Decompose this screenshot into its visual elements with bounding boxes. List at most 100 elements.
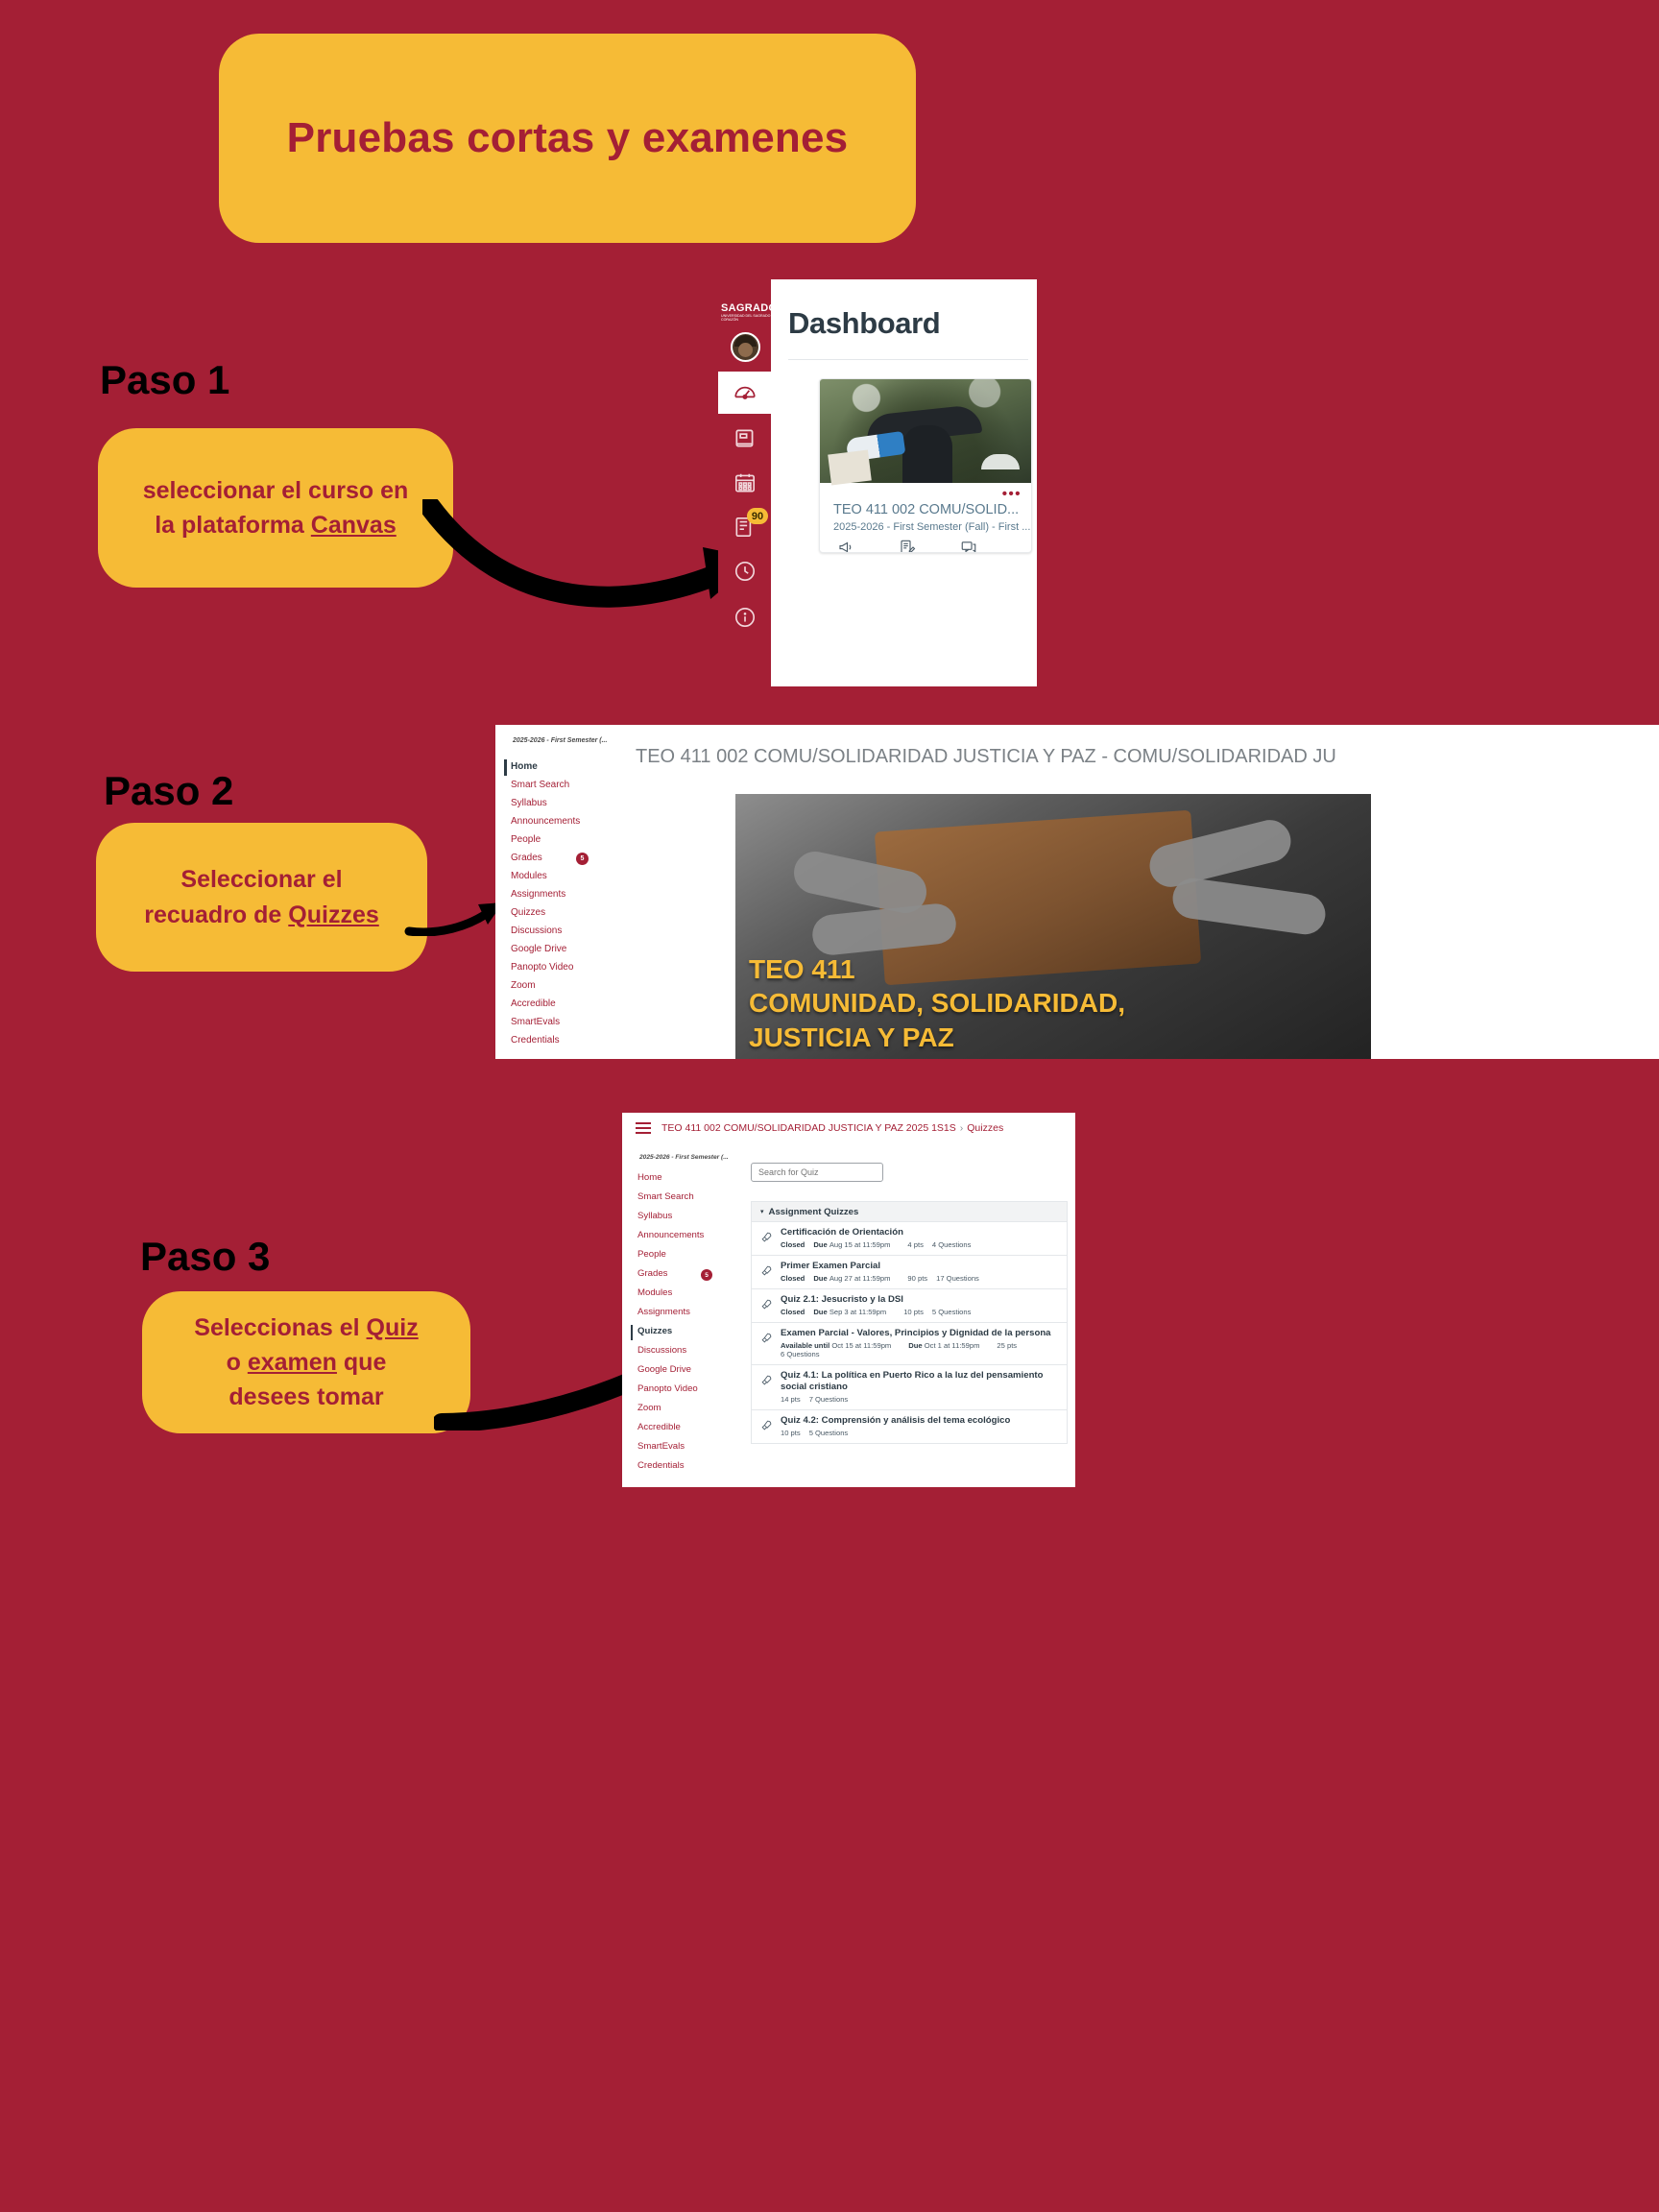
quiz-points: 10 pts (781, 1429, 801, 1438)
sidebar-item-home[interactable]: Home (637, 1172, 662, 1183)
announcements-icon[interactable] (837, 539, 854, 553)
quiz-questions: 17 Questions (936, 1273, 979, 1283)
step-3-callout-line1-link: Quiz (366, 1313, 419, 1341)
sidebar-item-assignments[interactable]: Assignments (511, 889, 566, 900)
nav-calendar[interactable] (718, 462, 771, 504)
course-card-title[interactable]: TEO 411 002 COMU/SOLID... (833, 502, 1020, 517)
rocket-icon (761, 1265, 772, 1276)
quiz-due-label: Due (813, 1273, 828, 1283)
sidebar-item-credentials[interactable]: Credentials (511, 1035, 560, 1046)
search-input[interactable] (751, 1163, 883, 1182)
sidebar-item-modules[interactable]: Modules (637, 1287, 673, 1298)
assignments-icon[interactable] (899, 539, 916, 553)
quiz-questions: 6 Questions (781, 1350, 820, 1359)
step-1-callout: seleccionar el curso en la plataforma Ca… (98, 428, 453, 588)
course-hero-text: TEO 411 COMUNIDAD, SOLIDARIDAD, JUSTICIA… (749, 952, 1125, 1055)
quiz-title[interactable]: Quiz 4.2: Comprensión y análisis del tem… (781, 1415, 1011, 1427)
sidebar-item-announcements[interactable]: Announcements (637, 1230, 705, 1240)
arrow-step-1 (422, 499, 758, 608)
sidebar-item-assignments[interactable]: Assignments (637, 1307, 690, 1317)
sidebar-item-google-drive[interactable]: Google Drive (511, 944, 567, 954)
sidebar-item-discussions[interactable]: Discussions (511, 926, 563, 936)
nav-inbox[interactable] (718, 506, 771, 548)
sidebar-item-accredible[interactable]: Accredible (637, 1422, 681, 1432)
sidebar-item-discussions[interactable]: Discussions (637, 1345, 687, 1356)
course-title: TEO 411 002 COMU/SOLIDARIDAD JUSTICIA Y … (636, 746, 1336, 767)
quiz-group-header[interactable]: ▾ Assignment Quizzes (751, 1201, 1068, 1222)
discussions-icon[interactable] (960, 539, 977, 553)
hamburger-menu-icon[interactable] (636, 1122, 651, 1134)
nav-history[interactable] (718, 550, 771, 592)
sidebar-item-people[interactable]: People (511, 834, 541, 845)
quiz-due-value: Sep 3 at 11:59pm (829, 1307, 887, 1316)
sagrado-logo: SAGRADO UNIVERSIDAD DEL SAGRADO CORAZÓN (721, 302, 778, 322)
avatar[interactable] (731, 332, 760, 362)
quiz-title[interactable]: Quiz 2.1: Jesucristo y la DSI (781, 1293, 903, 1305)
course-card[interactable]: ••• TEO 411 002 COMU/SOLID... 2025-2026 … (819, 378, 1032, 553)
quiz-status: Closed (781, 1307, 805, 1316)
rocket-icon (761, 1333, 772, 1342)
step-1-callout-line2-pre: la plataforma (155, 512, 311, 539)
step-1-callout-text: seleccionar el curso en la plataforma Ca… (143, 473, 409, 543)
quiz-questions: 5 Questions (931, 1307, 972, 1316)
quiz-title[interactable]: Examen Parcial - Valores, Principios y D… (781, 1327, 1051, 1338)
sidebar-item-accredible[interactable]: Accredible (511, 998, 556, 1009)
sidebar-item-people[interactable]: People (637, 1249, 666, 1260)
nav-help[interactable] (718, 596, 771, 638)
sidebar-item-panopto-video[interactable]: Panopto Video (511, 962, 574, 973)
grades-badge: 5 (701, 1269, 712, 1281)
breadcrumb-course[interactable]: TEO 411 002 COMU/SOLIDARIDAD JUSTICIA Y … (661, 1122, 956, 1134)
inbox-unread-badge: 90 (747, 508, 768, 524)
hero-line-3: JUSTICIA Y PAZ (749, 1022, 954, 1053)
quiz-row[interactable]: Examen Parcial - Valores, Principios y D… (751, 1322, 1068, 1366)
quiz-title[interactable]: Primer Examen Parcial (781, 1260, 880, 1271)
nav-dashboard[interactable] (718, 372, 771, 414)
quiz-title[interactable]: Certificación de Orientación (781, 1227, 903, 1238)
step-3-callout-line2-pre: o (226, 1348, 248, 1376)
breadcrumb-page[interactable]: Quizzes (967, 1122, 1004, 1134)
quiz-title[interactable]: Quiz 4.1: La política en Puerto Rico a l… (781, 1370, 1044, 1393)
sidebar-item-zoom[interactable]: Zoom (511, 980, 536, 991)
quizzes-topbar: TEO 411 002 COMU/SOLIDARIDAD JUSTICIA Y … (622, 1113, 1075, 1145)
sidebar-item-credentials[interactable]: Credentials (637, 1460, 685, 1471)
sidebar-item-announcements[interactable]: Announcements (511, 816, 581, 827)
sidebar-item-zoom[interactable]: Zoom (637, 1403, 661, 1413)
sidebar-item-smart-search[interactable]: Smart Search (511, 780, 570, 790)
step-2-heading: Paso 2 (104, 768, 234, 813)
sidebar-item-quizzes[interactable]: Quizzes (511, 907, 546, 918)
sidebar-item-syllabus[interactable]: Syllabus (637, 1211, 673, 1221)
history-clock-icon (734, 561, 755, 582)
grades-badge: 5 (576, 853, 589, 865)
sidebar-item-smartevals[interactable]: SmartEvals (511, 1017, 561, 1027)
sidebar-item-google-drive[interactable]: Google Drive (637, 1364, 691, 1375)
course-card-image (820, 379, 1031, 486)
dashboard-content: Dashboard ••• TEO 411 002 COMU/SOLID... … (771, 279, 1037, 686)
quiz-row[interactable]: Quiz 4.2: Comprensión y análisis del tem… (751, 1410, 1068, 1444)
sidebar-item-modules[interactable]: Modules (511, 871, 547, 881)
sidebar-item-home[interactable]: Home (511, 761, 538, 772)
sidebar-item-quizzes[interactable]: Quizzes (637, 1326, 673, 1336)
sagrado-logo-subtitle: UNIVERSIDAD DEL SAGRADO CORAZÓN (721, 314, 771, 322)
quizzes-content: ▾ Assignment Quizzes Certificación de Or… (735, 1145, 1075, 1487)
course-card-menu-icon[interactable]: ••• (1001, 486, 1022, 502)
quiz-due-label: Due (813, 1239, 828, 1249)
quiz-row[interactable]: Quiz 4.1: La política en Puerto Rico a l… (751, 1365, 1068, 1411)
nav-courses[interactable] (718, 418, 771, 460)
sidebar-item-smartevals[interactable]: SmartEvals (637, 1441, 685, 1452)
sidebar-item-smart-search[interactable]: Smart Search (637, 1191, 694, 1202)
sidebar-item-syllabus[interactable]: Syllabus (511, 798, 547, 808)
page-title: Pruebas cortas y examenes (286, 114, 849, 161)
sidebar-item-panopto-video[interactable]: Panopto Video (637, 1383, 698, 1394)
quiz-due-value: Aug 15 at 11:59pm (829, 1239, 891, 1249)
sidebar-item-grades[interactable]: Grades (637, 1268, 668, 1279)
canvas-global-nav-rail: SAGRADO UNIVERSIDAD DEL SAGRADO CORAZÓN (718, 279, 778, 686)
sidebar-item-grades[interactable]: Grades (511, 853, 542, 863)
